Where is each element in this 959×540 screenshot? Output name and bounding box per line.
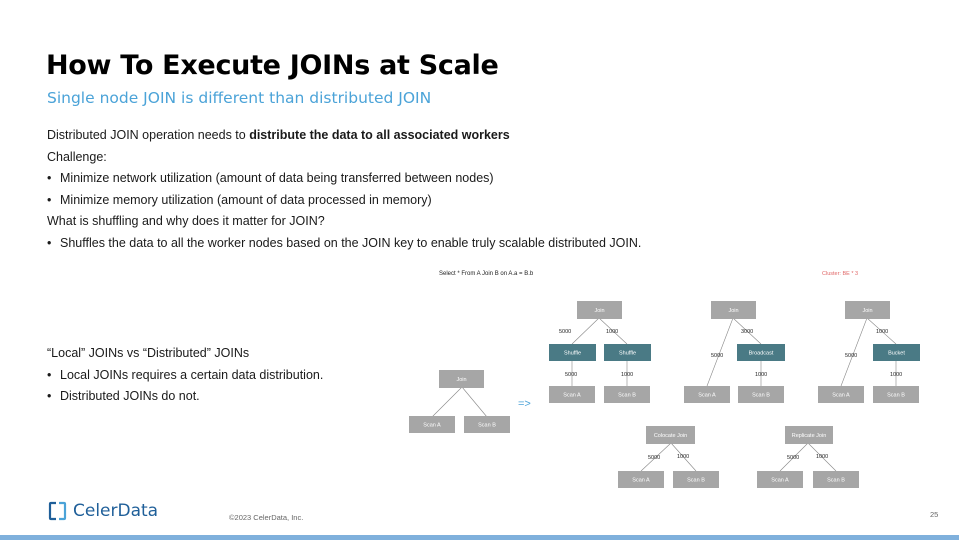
- svg-text:Join: Join: [728, 308, 738, 314]
- bucket-join-node: Join: [845, 301, 890, 319]
- single-scan-b-node: Scan B: [464, 416, 510, 433]
- edge-label: 5000: [711, 353, 723, 359]
- cluster-label: Cluster: BE * 3: [822, 271, 858, 277]
- edge-label: 5000: [559, 329, 571, 335]
- svg-text:Join: Join: [456, 377, 466, 383]
- svg-text:Colocate Join: Colocate Join: [654, 433, 687, 439]
- svg-text:Replicate Join: Replicate Join: [792, 433, 827, 439]
- broadcast-scan-b-node: Scan B: [738, 386, 784, 403]
- page-number: 25: [930, 510, 939, 519]
- svg-text:Bucket: Bucket: [888, 351, 905, 357]
- replicate-scan-a-node: Scan A: [757, 471, 803, 488]
- broadcast-exchange-node: Broadcast: [737, 344, 785, 361]
- query-text: Select * From A Join B on A.a = B.b: [439, 271, 534, 277]
- svg-text:Join: Join: [594, 308, 604, 314]
- svg-text:Scan A: Scan A: [563, 393, 581, 399]
- svg-text:Scan B: Scan B: [687, 478, 705, 484]
- svg-text:Shuffle: Shuffle: [564, 351, 581, 357]
- replicate-scan-b-node: Scan B: [813, 471, 859, 488]
- svg-text:Scan A: Scan A: [771, 478, 789, 484]
- intro-text: Distributed JOIN operation needs to: [47, 128, 250, 142]
- bucket-scan-a-node: Scan A: [818, 386, 864, 403]
- shuffle-exchange-node: Shuffle: [604, 344, 651, 361]
- colocate-scan-a-node: Scan A: [618, 471, 664, 488]
- intro-line: Distributed JOIN operation needs to dist…: [47, 125, 807, 147]
- svg-text:Scan B: Scan B: [827, 478, 845, 484]
- challenge-item: Minimize network utilization (amount of …: [47, 168, 807, 190]
- svg-text:Broadcast: Broadcast: [749, 351, 774, 357]
- svg-text:Scan B: Scan B: [618, 393, 636, 399]
- slide-title: How To Execute JOINs at Scale: [46, 50, 499, 81]
- shuffle-join-node: Join: [577, 301, 622, 319]
- celerdata-logo-icon: [48, 501, 67, 521]
- bucket-exchange-node: Bucket: [873, 344, 920, 361]
- edge-label: 5000: [565, 372, 577, 378]
- local-item: Distributed JOINs do not.: [47, 386, 323, 408]
- bottom-accent-bar: [0, 535, 959, 540]
- slide-body: Distributed JOIN operation needs to dist…: [47, 125, 807, 255]
- transform-arrow: =>: [518, 398, 531, 410]
- shuffle-item: Shuffles the data to all the worker node…: [47, 233, 807, 255]
- edge-label: 5000: [787, 455, 799, 461]
- plan-edges: [431, 317, 897, 472]
- local-item: Local JOINs requires a certain data dist…: [47, 365, 323, 387]
- local-vs-distributed-section: “Local” JOINs vs “Distributed” JOINs Loc…: [47, 343, 323, 408]
- colocate-scan-b-node: Scan B: [673, 471, 719, 488]
- shuffle-question: What is shuffling and why does it matter…: [47, 214, 325, 229]
- svg-text:Scan A: Scan A: [698, 393, 716, 399]
- edge-label: 1000: [621, 372, 633, 378]
- shuffle-scan-a-node: Scan A: [549, 386, 595, 403]
- single-scan-a-node: Scan A: [409, 416, 455, 433]
- colocate-join-node: Colocate Join: [646, 426, 695, 444]
- logo-text: CelerData: [73, 501, 159, 521]
- svg-text:Join: Join: [862, 308, 872, 314]
- broadcast-scan-a-node: Scan A: [684, 386, 730, 403]
- replicate-join-node: Replicate Join: [785, 426, 833, 444]
- edge-label: 1000: [816, 454, 828, 460]
- edge-label: 1000: [606, 329, 618, 335]
- svg-text:Scan B: Scan B: [887, 393, 905, 399]
- svg-text:Scan A: Scan A: [423, 423, 441, 429]
- edge-label: 1000: [677, 454, 689, 460]
- svg-text:Scan A: Scan A: [632, 478, 650, 484]
- shuffle-exchange-node: Shuffle: [549, 344, 596, 361]
- edge-label: 1000: [890, 372, 902, 378]
- celerdata-logo: CelerData: [48, 501, 158, 521]
- bucket-scan-b-node: Scan B: [873, 386, 919, 403]
- copyright-text: ©2023 CelerData, Inc.: [229, 513, 304, 522]
- svg-text:Scan A: Scan A: [832, 393, 850, 399]
- edge-label: 5000: [648, 455, 660, 461]
- edge-label: 5000: [845, 353, 857, 359]
- shuffle-scan-b-node: Scan B: [604, 386, 650, 403]
- local-vs-distributed-heading: “Local” JOINs vs “Distributed” JOINs: [47, 346, 250, 360]
- slide-subtitle: Single node JOIN is different than distr…: [47, 89, 432, 107]
- svg-text:Shuffle: Shuffle: [619, 351, 636, 357]
- intro-bold-text: distribute the data to all associated wo…: [249, 128, 510, 142]
- broadcast-join-node: Join: [711, 301, 756, 319]
- single-join-node: Join: [439, 370, 484, 388]
- edge-label: 1000: [876, 329, 888, 335]
- svg-text:Scan B: Scan B: [752, 393, 770, 399]
- edge-label: 1000: [755, 372, 767, 378]
- challenge-label: Challenge:: [47, 149, 107, 164]
- edge-label: 3000: [741, 329, 753, 335]
- svg-text:Scan B: Scan B: [478, 423, 496, 429]
- challenge-item: Minimize memory utilization (amount of d…: [47, 190, 807, 212]
